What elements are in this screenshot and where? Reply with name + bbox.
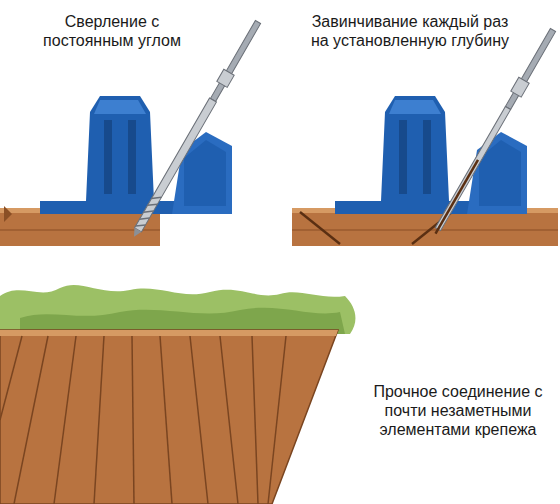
- deck-edge: [0, 330, 338, 336]
- bush: [0, 285, 355, 334]
- caption-text: Прочное соединение с почти незаметными э…: [366, 382, 550, 440]
- screwing-scene: [292, 27, 558, 246]
- caption-text: Завинчивание каждый раз на установленную…: [304, 12, 516, 50]
- drill-guide-face: [184, 140, 226, 206]
- caption-text: Сверление с постоянным углом: [26, 12, 198, 50]
- jig-top: [94, 100, 146, 114]
- drill-guide: [467, 132, 527, 214]
- screwdriver-bit: [430, 27, 558, 237]
- jig-body: [335, 96, 471, 214]
- board-edge: [4, 206, 12, 222]
- jig-rib: [104, 120, 112, 194]
- deck-planks: [0, 336, 286, 504]
- drilling-scene: [0, 19, 263, 246]
- board-seam: [292, 230, 558, 231]
- deck-scene: [0, 285, 355, 504]
- drill-guide: [172, 132, 232, 214]
- deck: [0, 330, 338, 504]
- label-holder: Прочное соединение с почти незаметными э…: [366, 382, 550, 440]
- jig-top: [389, 100, 441, 114]
- screw: [300, 212, 340, 244]
- jig-rib: [128, 120, 136, 194]
- jig-rib: [399, 120, 407, 194]
- label-holder: Сверление с постоянным углом: [26, 12, 198, 50]
- label-holder: Завинчивание каждый раз на установленную…: [304, 12, 516, 50]
- drill-bit: [129, 19, 263, 240]
- jig-rib: [423, 120, 431, 194]
